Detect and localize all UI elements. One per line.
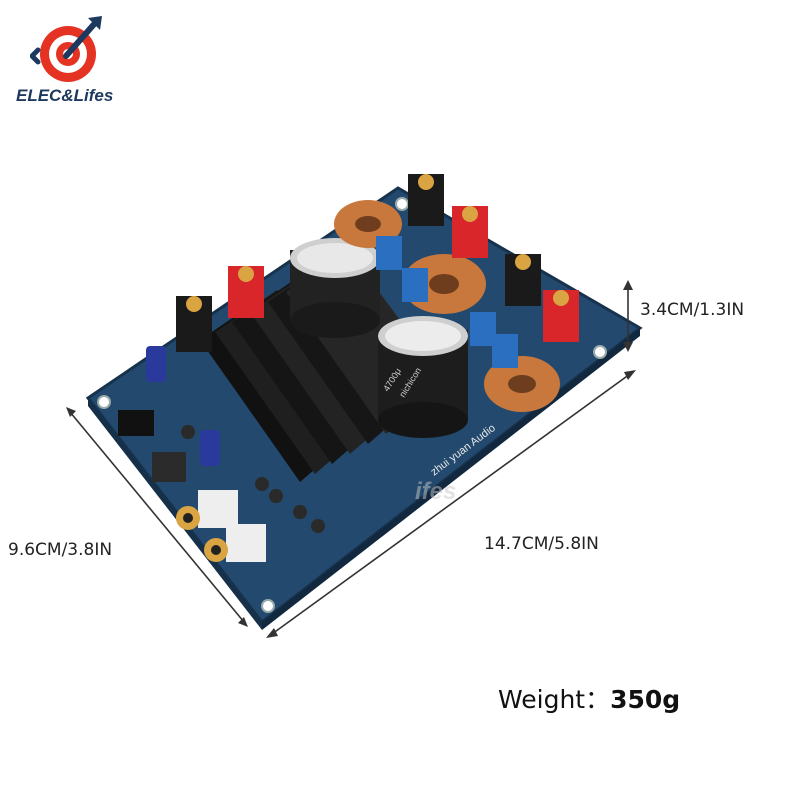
height-dimension-label: 3.4CM/1.3IN <box>640 300 745 320</box>
rca-input-2 <box>204 524 266 562</box>
capacitor-2 <box>378 316 468 438</box>
weight-value: 350g <box>610 685 681 714</box>
weight-label: Weight： <box>498 685 611 714</box>
watermark-text: ifes <box>415 478 457 505</box>
dimension-arrow-length <box>266 370 636 638</box>
brand-logo-icon <box>30 16 102 82</box>
terminal-red-2 <box>543 290 579 342</box>
terminal-black-3 <box>176 296 212 352</box>
inductor-3 <box>484 356 560 412</box>
terminal-black-1 <box>408 174 444 226</box>
rca-input-1 <box>176 490 238 530</box>
terminal-red-3 <box>228 266 264 318</box>
weight-line: Weight：350g <box>498 680 680 716</box>
terminal-red-1 <box>452 206 488 258</box>
dimension-arrow-height <box>623 280 633 352</box>
width-dimension-label: 9.6CM/3.8IN <box>8 540 113 560</box>
capacitor-1 <box>290 238 380 338</box>
brand-logo-text: ELEC&Lifes <box>16 86 114 105</box>
terminal-black-2 <box>505 254 541 306</box>
dimension-arrow-width <box>66 407 248 627</box>
length-dimension-label: 14.7CM/5.8IN <box>484 534 599 554</box>
